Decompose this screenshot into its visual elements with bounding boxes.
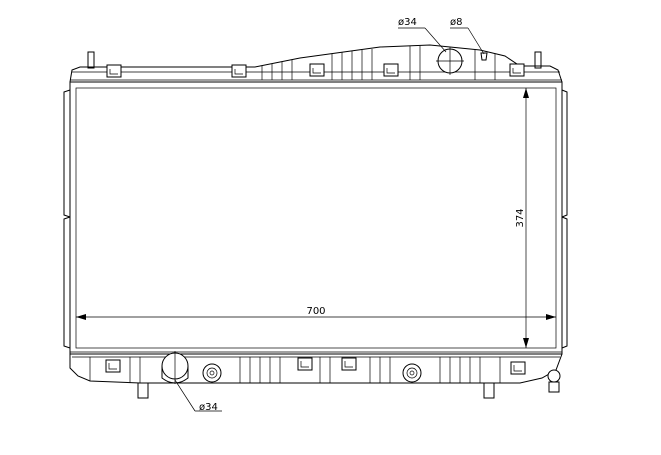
side-fitting — [547, 369, 561, 393]
drain-plug-left — [202, 363, 222, 383]
top-inlet-label: ø34 — [398, 17, 417, 28]
top-tank-clips — [106, 63, 525, 78]
top-tank-ribs — [261, 46, 496, 80]
bleed-screw-leader — [450, 27, 485, 55]
dimension-height — [523, 88, 529, 348]
height-dimension-label: 374 — [515, 208, 526, 227]
dimension-width — [76, 314, 556, 320]
top-inlet-pipe — [436, 47, 464, 75]
drain-plug-right — [402, 363, 422, 383]
top-inlet-leader — [398, 27, 447, 53]
bottom-tank-ribs — [89, 357, 501, 383]
bottom-tank-clips — [105, 357, 526, 375]
bottom-outlet-leader — [174, 379, 222, 412]
bottom-tank — [69, 351, 563, 399]
width-dimension-label: 700 — [306, 306, 325, 317]
bleed-screw — [480, 52, 488, 61]
bottom-outlet-label: ø34 — [199, 402, 218, 413]
bottom-outlet-pipe — [161, 351, 189, 384]
radiator-core — [63, 81, 568, 355]
bleed-screw-label: ø8 — [450, 17, 462, 28]
top-tank — [69, 44, 563, 83]
